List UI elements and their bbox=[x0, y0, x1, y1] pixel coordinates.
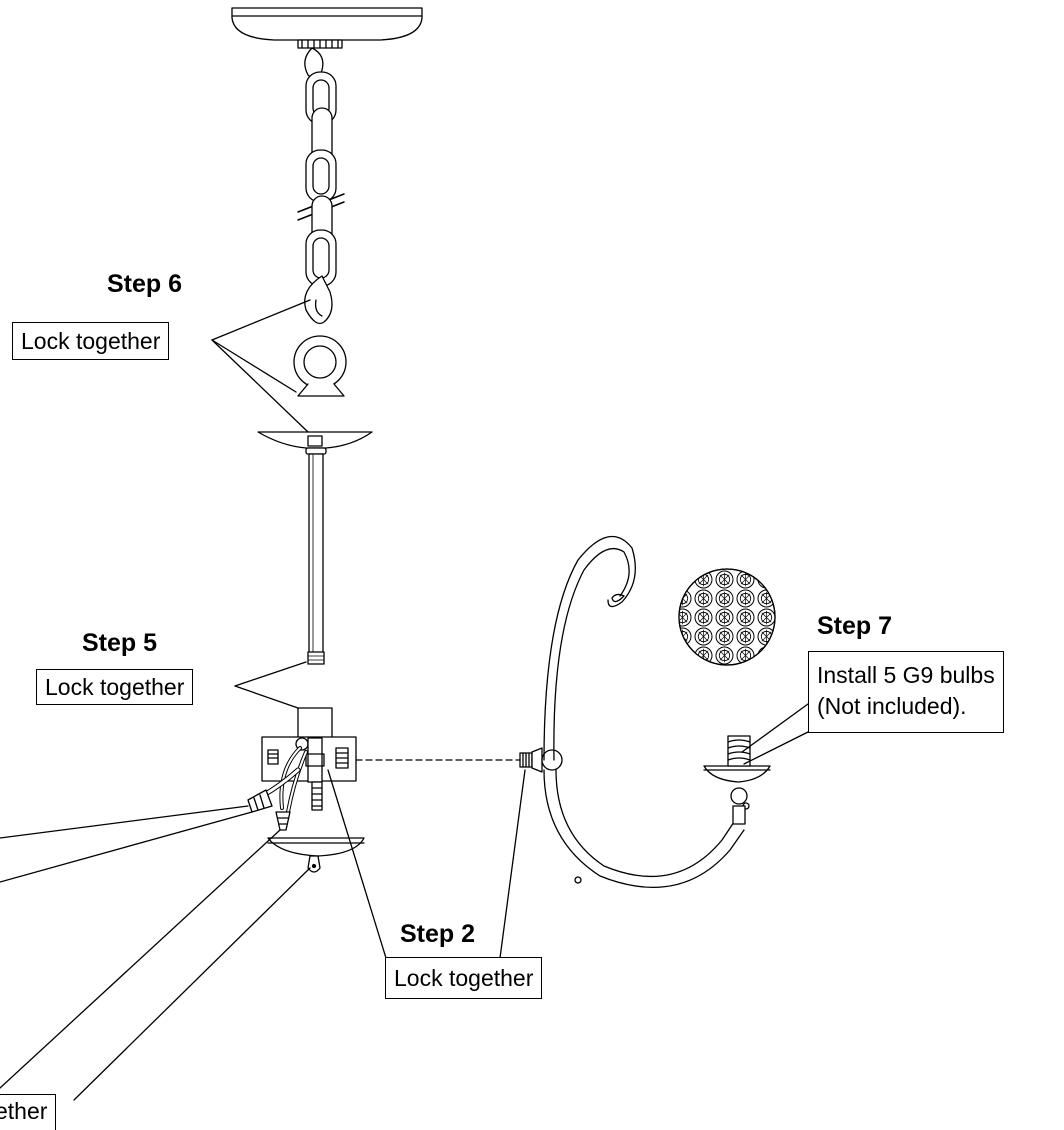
step-7-label-line1: Install 5 G9 bulbs bbox=[817, 662, 995, 688]
step-7-label: Install 5 G9 bulbs (Not included). bbox=[808, 651, 1004, 733]
junction-body bbox=[259, 707, 357, 814]
step-6-title: Step 6 bbox=[107, 270, 183, 298]
step-2-title: Step 2 bbox=[400, 920, 476, 948]
chain bbox=[297, 47, 345, 325]
step-2-label: Lock together bbox=[385, 957, 543, 999]
bottom-cup bbox=[267, 837, 365, 873]
wire-nuts bbox=[247, 789, 291, 831]
leader-lines bbox=[0, 299, 809, 1101]
ceiling-canopy bbox=[231, 7, 423, 49]
down-rod bbox=[257, 431, 373, 665]
loop-hook bbox=[293, 335, 347, 397]
step-6-label: Lock together bbox=[12, 322, 170, 360]
cutoff-label: ether bbox=[0, 1094, 57, 1130]
step-7-label-line2: (Not included). bbox=[817, 693, 967, 719]
step-5-label: Lock together bbox=[36, 669, 194, 705]
arm bbox=[519, 535, 771, 888]
step-7-title: Step 7 bbox=[817, 612, 893, 640]
crystal-ball bbox=[678, 568, 776, 666]
step-5-title: Step 5 bbox=[82, 629, 158, 657]
